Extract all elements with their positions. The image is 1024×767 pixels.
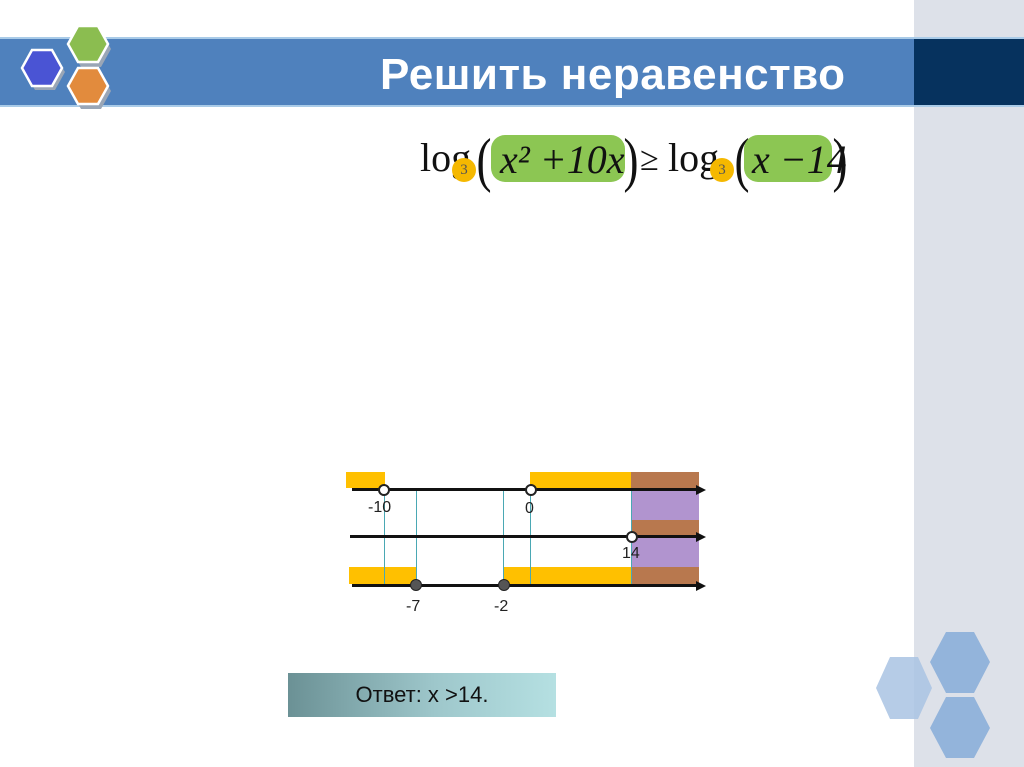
open-point-zero	[525, 484, 537, 496]
base-right-badge: 3	[710, 158, 734, 182]
answer-text: Ответ: x >14.	[355, 682, 489, 707]
number-line-2	[350, 535, 697, 538]
label-zero: 0	[525, 500, 534, 517]
right-argument-highlight	[744, 135, 832, 182]
overlap-line2	[631, 520, 699, 535]
label-14: 14	[622, 545, 640, 562]
hexagon-logo-icon	[20, 24, 111, 109]
paren-open-left: (	[476, 127, 492, 193]
label-minus2: -2	[494, 598, 509, 615]
answer-box: Ответ: x >14.	[288, 673, 556, 717]
arrow-icon	[696, 485, 706, 495]
open-point-14	[626, 531, 638, 543]
relation-sign: ≥	[640, 141, 659, 178]
overlap-line3	[631, 567, 699, 584]
arrow-icon	[696, 581, 706, 591]
base-left-badge: 3	[452, 158, 476, 182]
interval-line1-right	[530, 472, 631, 488]
paren-close-left: )	[623, 127, 639, 193]
left-argument-highlight	[491, 135, 625, 182]
interval-line1-left	[346, 472, 385, 488]
overlap-line1	[631, 472, 699, 488]
title-band	[0, 37, 914, 107]
label-minus10: -10	[368, 499, 392, 516]
open-point-minus10	[378, 484, 390, 496]
slide-title: Решить неравенство	[380, 50, 846, 99]
label-minus7: -7	[406, 598, 421, 615]
base-right: 3	[718, 162, 726, 178]
paren-close-right: )	[832, 127, 848, 193]
number-line-3	[352, 584, 697, 587]
base-left: 3	[460, 162, 468, 178]
title-band-accent	[914, 37, 1024, 107]
right-argument: x −14	[752, 137, 847, 182]
interval-line3-left	[349, 567, 416, 584]
arrow-icon	[696, 532, 706, 542]
decorative-hexagons-icon	[876, 632, 990, 758]
interval-line3-right	[504, 567, 631, 584]
number-line-1	[352, 488, 697, 491]
closed-point-minus7	[410, 579, 422, 591]
closed-point-minus2	[498, 579, 510, 591]
left-argument: x² +10x	[500, 137, 625, 182]
